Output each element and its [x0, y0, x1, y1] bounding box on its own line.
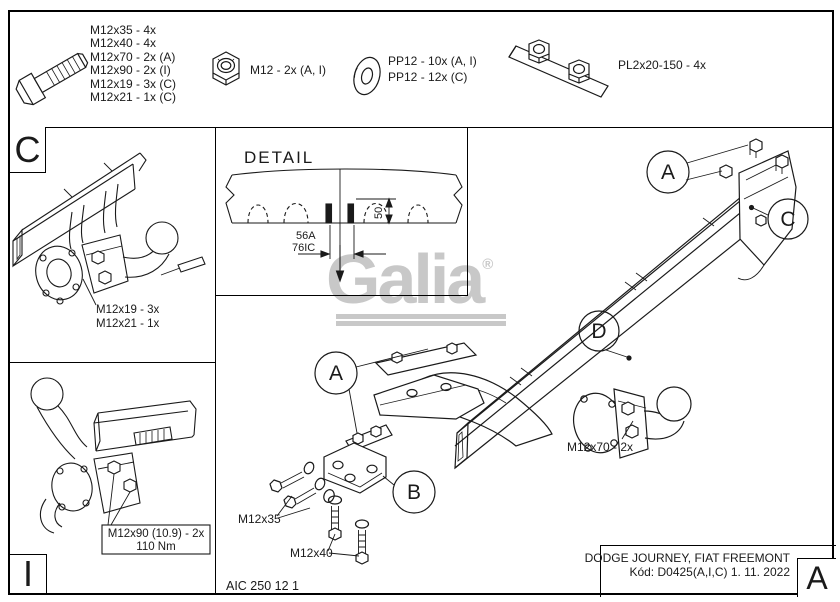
panel-i-fixed-view: M12x90 (10.9) - 2x 110 Nm I [10, 363, 216, 594]
plate-label: PL2x20-150 - 4x [618, 58, 707, 72]
parts-list-line: M12x35 - 4x [90, 23, 157, 37]
registered-mark: ® [482, 256, 494, 273]
callout-a-exploded: A [329, 362, 343, 385]
title-block: DODGE JOURNEY, FIAT FREEMONT Kód: D0425(… [585, 545, 836, 597]
weld-plate-icon [508, 39, 609, 98]
parts-list-line: M12x19 - 3x (C) [90, 76, 177, 91]
detail-dim-76: 76IC [292, 242, 315, 254]
bolt-parts-list: M12x35 - 4x M12x40 - 4x M12x70 - 2x (A) … [90, 23, 177, 105]
detail-dim-56: 56A [296, 230, 316, 242]
parts-list-line: M12x40 - 4x [90, 36, 157, 51]
callout-b: B [407, 481, 421, 504]
panel-c-detachable-view: M12x19 - 3x M12x21 - 1x C [10, 127, 216, 363]
washer-label-1: PP12 - 10x (A, I) [388, 54, 477, 68]
washer-label-2: PP12 - 12x (C) [388, 70, 468, 84]
nut-label: M12 - 2x (A, I) [250, 63, 327, 77]
callout-d: D [591, 320, 606, 343]
parts-list-line: M12x70 - 2x (A) [90, 49, 176, 64]
callout-c-right: C [780, 208, 795, 231]
detail-drawing: DETAIL [225, 148, 463, 283]
detail-panel: DETAIL [216, 127, 468, 296]
main-assembly-drawing: A C D A B M12x35 M12x40 M12x70 - 2x [238, 138, 809, 565]
logo-underline-2 [336, 321, 506, 326]
vehicle-name: DODGE JOURNEY, FIAT FREEMONT [584, 551, 790, 565]
panel-c-bolt-label-2: M12x21 - 1x [96, 318, 160, 330]
brand-logo: Galia® [326, 244, 506, 326]
title-block-text: DODGE JOURNEY, FIAT FREEMONT Kód: D0425(… [585, 551, 790, 579]
label-m12x70: M12x70 - 2x [567, 440, 633, 454]
panel-c-letter: C [10, 127, 46, 173]
detail-title: DETAIL [244, 148, 314, 167]
detail-dim-50: 50 [373, 207, 385, 219]
nut-icon [212, 51, 240, 86]
panel-i-drawing: M12x90 (10.9) - 2x 110 Nm [30, 377, 211, 555]
label-m12x40: M12x40 [290, 546, 333, 560]
callout-a-top: A [661, 161, 675, 184]
parts-list-line: M12x90 - 2x (I) [90, 63, 171, 78]
product-code-date: Kód: D0425(A,I,C) 1. 11. 2022 [629, 565, 790, 579]
washer-icon [353, 56, 381, 96]
parts-list-line: M12x21 - 1x (C) [90, 90, 177, 105]
revision-letter: A [797, 558, 836, 597]
logo-underline-1 [336, 314, 506, 319]
panel-c-drawing: M12x19 - 3x M12x21 - 1x [12, 152, 206, 330]
torque-label-2: 110 Nm [136, 541, 175, 553]
label-m12x35: M12x35 [238, 512, 281, 526]
document-number: AIC 250 12 1 [226, 579, 299, 593]
bolt-icon [15, 52, 89, 106]
torque-label-1: M12x90 (10.9) - 2x [108, 528, 205, 540]
panel-c-bolt-label-1: M12x19 - 3x [96, 304, 160, 316]
panel-i-letter: I [10, 553, 47, 594]
hardware-parts-band: M12x35 - 4x M12x40 - 4x M12x70 - 2x (A) … [10, 12, 832, 128]
outer-frame: M12x35 - 4x M12x40 - 4x M12x70 - 2x (A) … [8, 10, 836, 597]
brand-name: Galia [326, 240, 485, 318]
